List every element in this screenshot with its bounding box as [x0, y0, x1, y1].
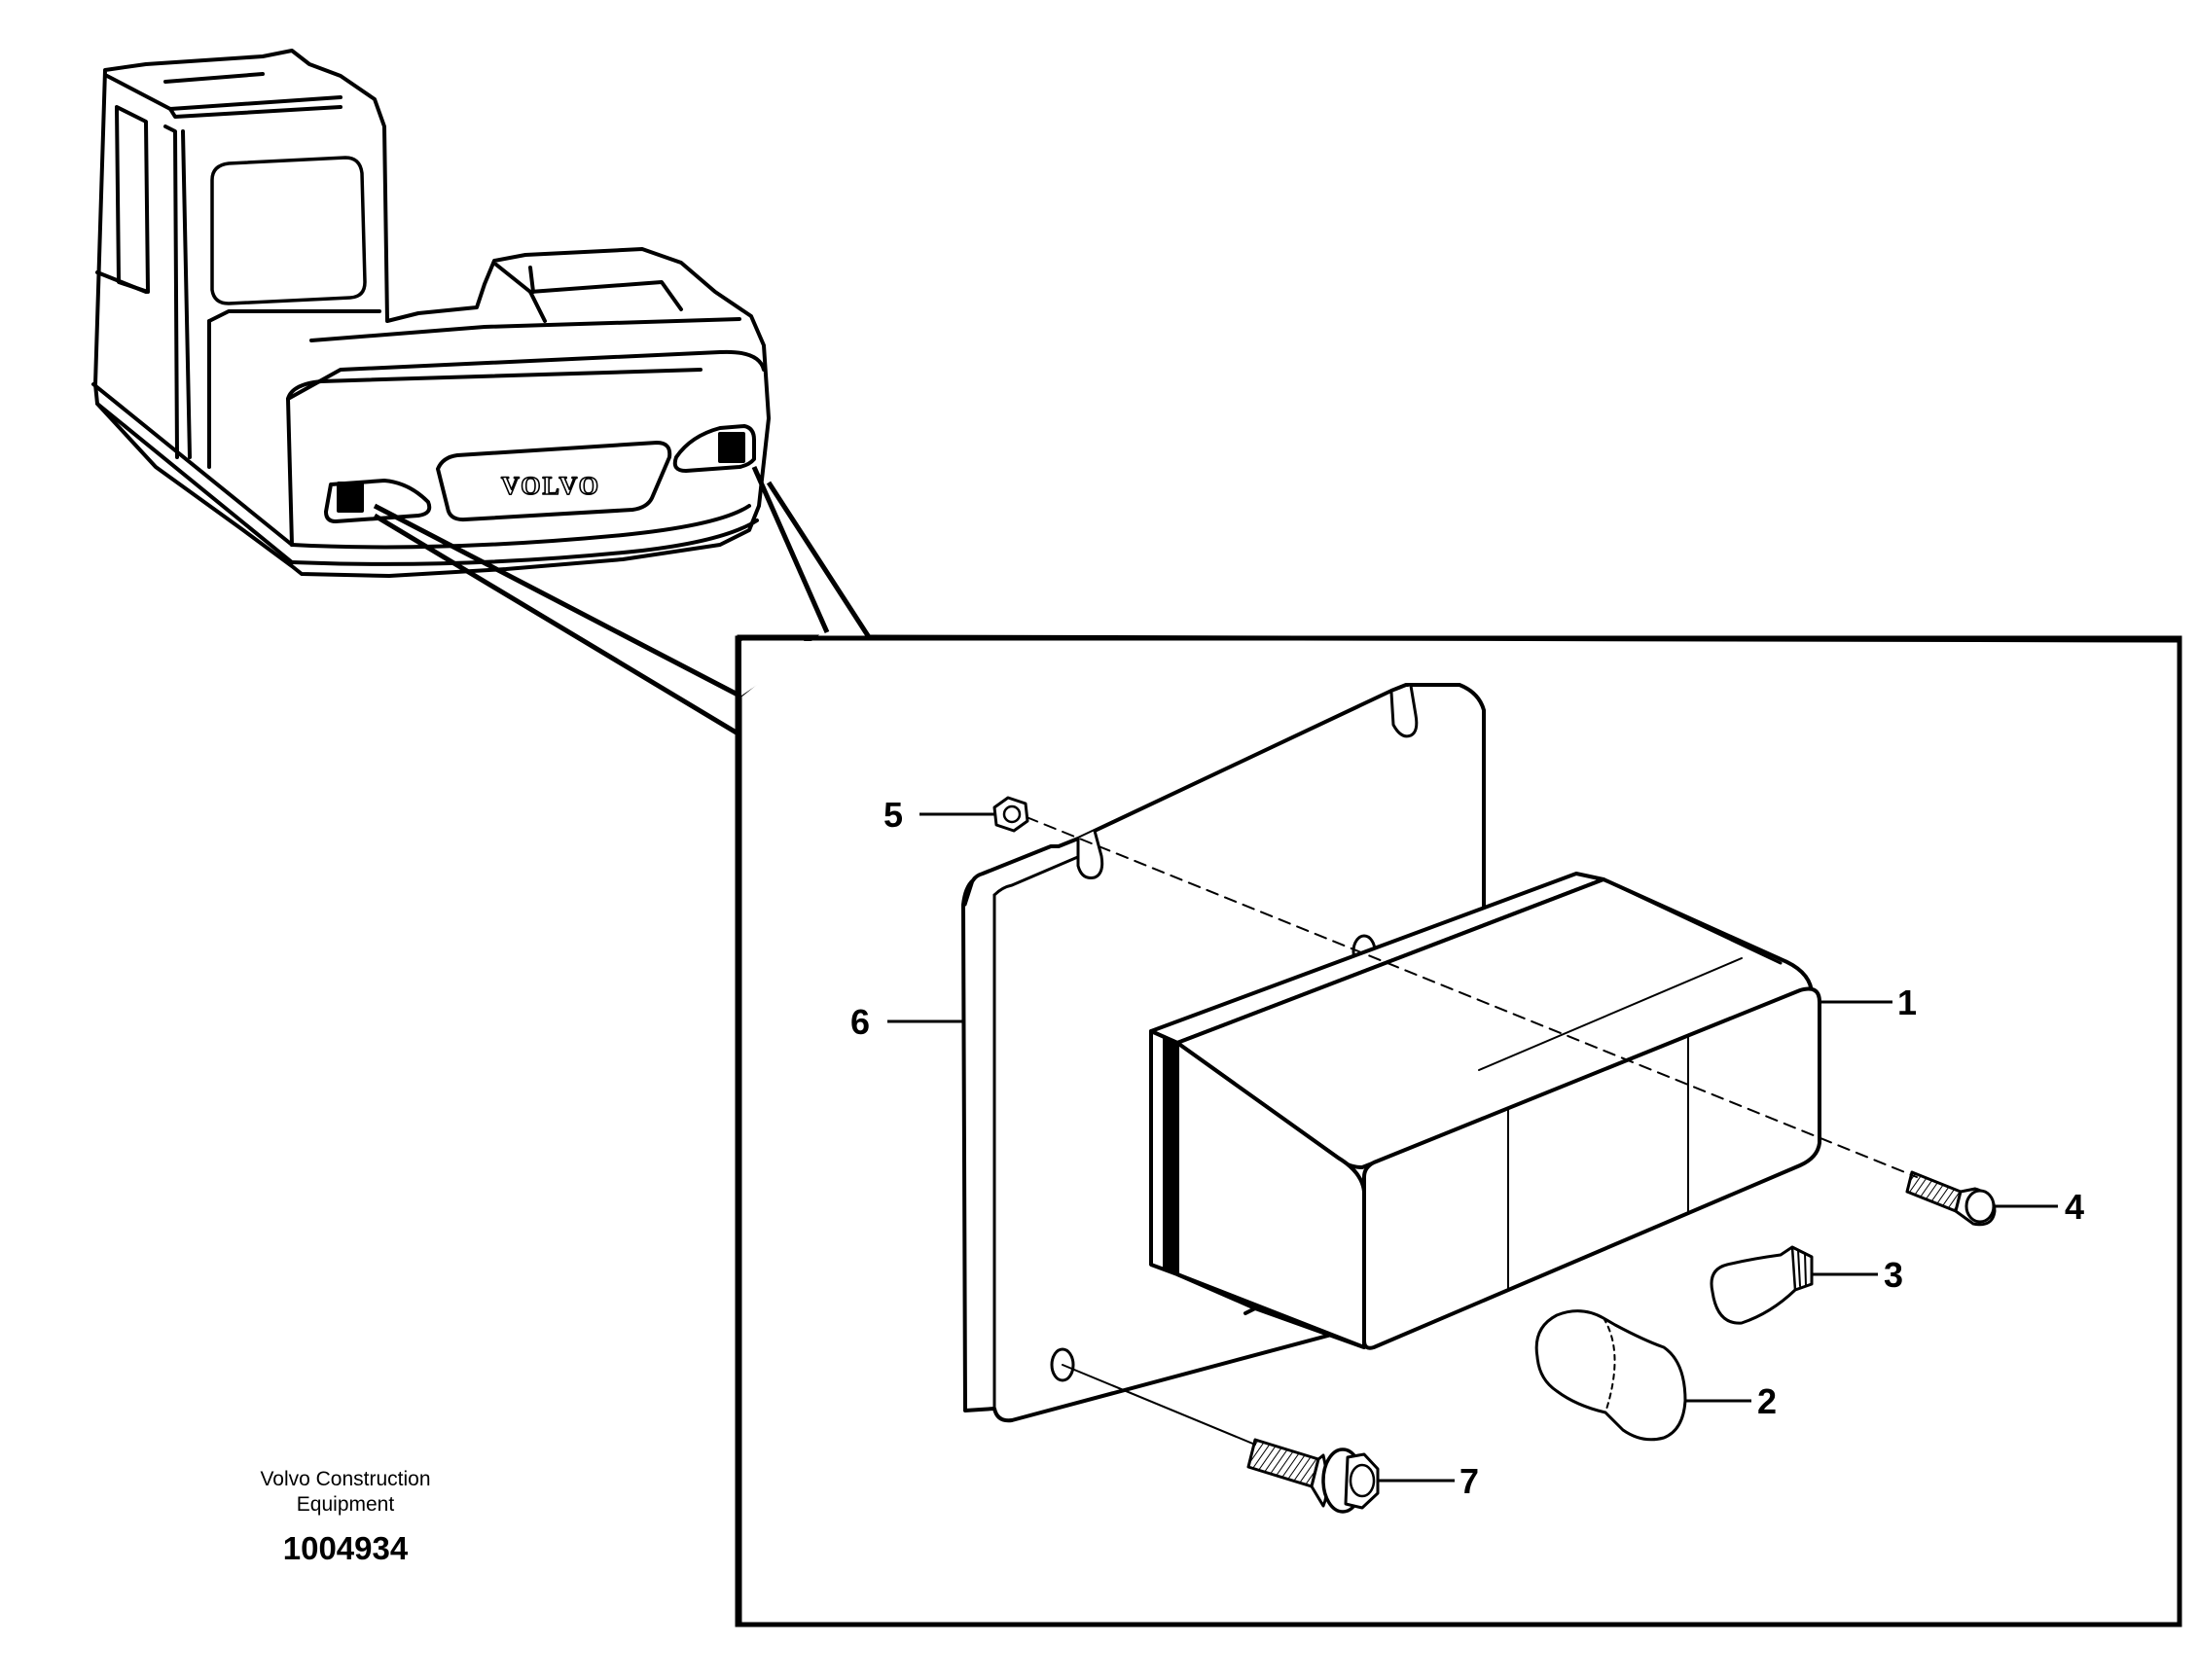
- publisher-line-2: Equipment: [297, 1493, 395, 1516]
- callout-numbers: 1 2 3 4 5 6 7: [850, 795, 2084, 1501]
- callout-6: 6: [850, 1002, 870, 1042]
- flange-screw: [1246, 1438, 1380, 1514]
- lamp-assembly: [961, 683, 1997, 1514]
- callout-4: 4: [2065, 1187, 2084, 1227]
- machine-overview: VOLVO: [91, 49, 771, 578]
- volvo-logo: VOLVO: [501, 472, 600, 500]
- callout-1: 1: [1897, 983, 1917, 1022]
- lamp-housing-front: [1362, 986, 1821, 1350]
- plate-notch-right: [1389, 684, 1419, 738]
- callout-2: 2: [1757, 1381, 1777, 1421]
- engine-hood: [309, 317, 741, 342]
- left-lamp: [337, 482, 364, 513]
- callout-3: 3: [1884, 1255, 1903, 1295]
- assembly-axis-line: [1026, 816, 1918, 1178]
- counterweight: [286, 349, 766, 401]
- body-bottom-stripe: [290, 518, 759, 566]
- callout-7: 7: [1459, 1461, 1479, 1501]
- figure-number: 1004934: [283, 1530, 409, 1566]
- machine-body-outline: [93, 49, 771, 578]
- bolt-axis-line: [1062, 1364, 1256, 1446]
- screw: [1905, 1170, 1997, 1227]
- callout-5: 5: [883, 795, 903, 835]
- right-lamp: [718, 432, 745, 463]
- detail-leader-lines: [373, 465, 872, 737]
- logo-plate: [436, 441, 672, 522]
- publisher-line-1: Volvo Construction: [260, 1468, 430, 1490]
- cab-rear-window: [210, 156, 367, 305]
- callout-leaders: [887, 812, 2058, 1483]
- nut: [992, 796, 1029, 833]
- caption-block: Volvo Construction Equipment 1004934: [260, 1468, 430, 1566]
- bulb-small: [1710, 1245, 1814, 1325]
- plate-notch-left: [1076, 829, 1104, 879]
